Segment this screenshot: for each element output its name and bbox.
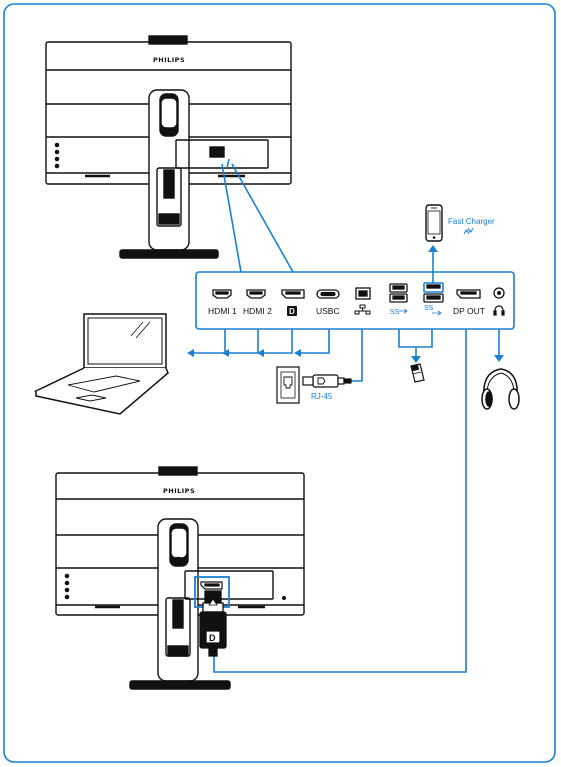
monitor-bottom-brand: PHILIPS: [163, 487, 195, 495]
usb-charge-ports: [423, 282, 444, 303]
monitor-bottom: [55, 466, 305, 690]
stand-base-bottom: [129, 680, 231, 690]
displayport-port-icon: [281, 289, 305, 299]
rj45-label: RJ-45: [311, 392, 333, 401]
monitor-top-brand: PHILIPS: [153, 56, 185, 64]
displayport-logo-icon: D: [287, 306, 297, 316]
port-label-usbc: USBC: [316, 306, 340, 316]
rj45-plug-icon: [302, 374, 352, 388]
port-panel-box: [195, 271, 515, 330]
fast-charger-label: Fast Charger: [448, 217, 495, 226]
dp-in-port-bottom: [200, 581, 223, 590]
usb-ss-icon: SS: [390, 309, 400, 316]
wall-jack-icon: [276, 366, 300, 404]
displayport-out-port-icon: [456, 289, 481, 299]
monitor-top: [45, 35, 292, 259]
usb-ss-charge-icon: SS: [424, 305, 434, 312]
displayport-cable: [199, 590, 227, 657]
hdmi-port-icon: [246, 289, 266, 299]
headphones-device-icon: [481, 368, 520, 410]
port-label-hdmi2: HDMI 2: [243, 306, 272, 316]
hdmi-port-icon: [212, 289, 232, 299]
port-label-dp: D: [289, 307, 295, 316]
zoom-leader: [221, 158, 294, 273]
dp-plug-label: D: [209, 633, 216, 643]
usb-stick-icon: [410, 363, 425, 383]
stand-base-top: [119, 249, 219, 259]
phone-icon: [425, 204, 443, 242]
port-label-dp-out: DP OUT: [453, 306, 485, 316]
network-icon: [354, 304, 371, 315]
headphones-icon: [493, 305, 505, 316]
page-border: [3, 3, 556, 763]
port-label-hdmi1: HDMI 1: [208, 306, 237, 316]
usb-a-ports: [389, 283, 408, 303]
port-panel: HDMI 1 HDMI 2 D USBC: [195, 271, 515, 330]
audio-jack-icon: [493, 287, 505, 299]
laptop-icon: [33, 313, 169, 415]
connection-lines: [193, 252, 500, 673]
charging-bolt-icon: [463, 227, 474, 235]
rj45-port-icon: [355, 287, 371, 300]
usb-c-port-icon: [316, 289, 340, 299]
arrowheads: [187, 245, 504, 363]
